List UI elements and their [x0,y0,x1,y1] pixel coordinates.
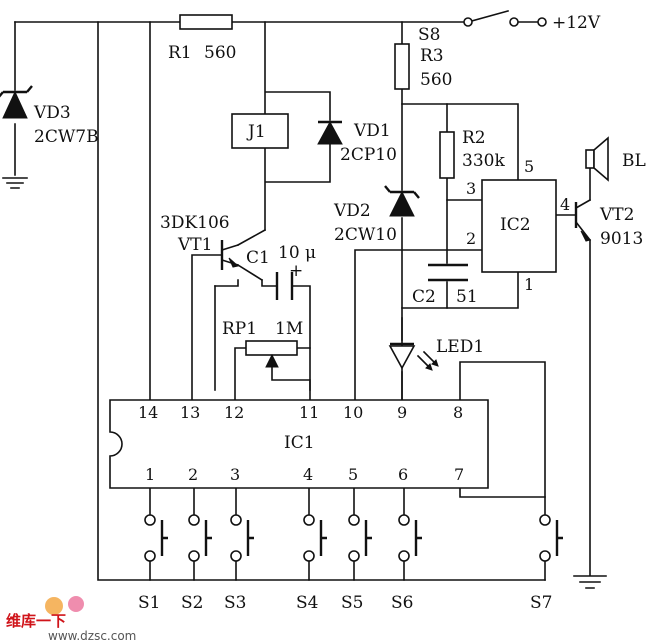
transistor-vt1-part: 3DK106 [160,213,230,233]
push-button-s6 [398,514,422,562]
ic1-pin-7: 7 [454,465,464,484]
switch-s8-label: S8 [418,25,440,45]
capacitor-c2-value: 51 [456,287,478,307]
speaker-bl [585,136,609,182]
capacitor-c2-ref: C2 [412,287,436,307]
ic1-pin-9: 9 [397,403,407,422]
speaker-bl-ref: BL [622,151,646,171]
push-button-s1 [144,514,168,562]
button-s3-label: S3 [224,593,246,613]
ic1-ref: IC1 [284,433,315,453]
ground-symbol [573,575,607,589]
transistor-vt2 [574,198,592,242]
ic1-pin-3: 3 [230,465,240,484]
watermark-site: www.dzsc.com [48,629,136,643]
ic1-pin-12: 12 [224,403,244,422]
resistor-r3-ref: R3 [420,46,444,66]
zener-diode-vd3 [0,85,33,189]
watermark: 维库一下 www.dzsc.com [6,596,136,643]
zener-vd3-ref: VD3 [33,103,71,123]
wires [14,10,591,581]
ic2-pin-3: 3 [466,179,476,198]
resistor-r2-value: 330k [462,151,505,171]
button-s2-label: S2 [181,593,203,613]
button-s7-label: S7 [530,593,552,613]
transistor-vt2-part: 9013 [600,229,643,249]
resistor-r2 [439,131,455,179]
transistor-vt2-ref: VT2 [599,205,634,225]
zener-diode-vd2 [384,185,420,217]
led-1-ref: LED1 [436,337,484,357]
ic1-body [109,399,489,489]
ic2-pin-1: 1 [524,275,534,294]
led-1 [388,342,439,371]
diode-vd1 [317,120,343,145]
ic1-pin-8: 8 [453,403,463,422]
capacitor-c1-polarity: + [289,261,303,281]
ic2-ref: IC2 [500,215,531,235]
diode-vd1-ref: VD1 [353,121,391,141]
ic1-pin-11: 11 [299,403,319,422]
ic1-pin-5: 5 [348,465,358,484]
ic1-pin-1: 1 [145,465,155,484]
capacitor-c1 [275,272,294,300]
resistor-r1-ref: R1 [168,43,192,63]
diode-vd1-part: 2CP10 [340,145,397,165]
push-button-s4 [303,514,327,562]
relay-j1-ref: J1 [246,122,266,142]
relay-j1 [231,113,289,149]
push-button-s3 [230,514,254,562]
ic2-pin-4: 4 [560,195,570,214]
push-button-s2 [188,514,212,562]
zener-vd2-part: 2CW10 [334,225,397,245]
zener-vd3-part: 2CW7B [34,127,99,147]
button-s5-label: S5 [341,593,363,613]
potentiometer-rp1-value: 1M [275,319,303,339]
switch-s8 [463,17,547,27]
button-s4-label: S4 [296,593,318,613]
ic1-pin-10: 10 [343,403,363,422]
transistor-vt1-ref: VT1 [177,235,212,255]
button-s1-label: S1 [138,593,160,613]
capacitor-c1-ref: C1 [246,248,270,268]
ic1-pin-13: 13 [180,403,200,422]
resistor-r3-value: 560 [420,70,452,90]
resistor-r2-ref: R2 [462,128,486,148]
resistor-r1 [179,14,233,30]
supply-voltage-label: +12V [552,13,601,33]
ic1-pin-2: 2 [188,465,198,484]
ic1-pin-6: 6 [398,465,408,484]
resistor-r3 [394,43,410,90]
zener-vd2-ref: VD2 [333,201,371,221]
potentiometer-rp1 [245,340,298,368]
ic2-pin-5: 5 [524,157,534,176]
ic2-pin-2: 2 [466,229,476,248]
ic1-pin-4: 4 [303,465,313,484]
push-button-s7 [539,514,563,562]
transistor-vt1 [220,240,240,270]
resistor-r1-value: 560 [204,43,236,63]
capacitor-c2 [428,263,468,282]
watermark-logo-text: 维库一下 [6,612,66,630]
push-button-s5 [348,514,372,562]
capacitor-c1-value: 10 μ [278,243,316,263]
potentiometer-rp1-ref: RP1 [222,319,257,339]
ic1-pin-14: 14 [138,403,158,422]
ic2-body [481,179,557,273]
button-s6-label: S6 [391,593,413,613]
